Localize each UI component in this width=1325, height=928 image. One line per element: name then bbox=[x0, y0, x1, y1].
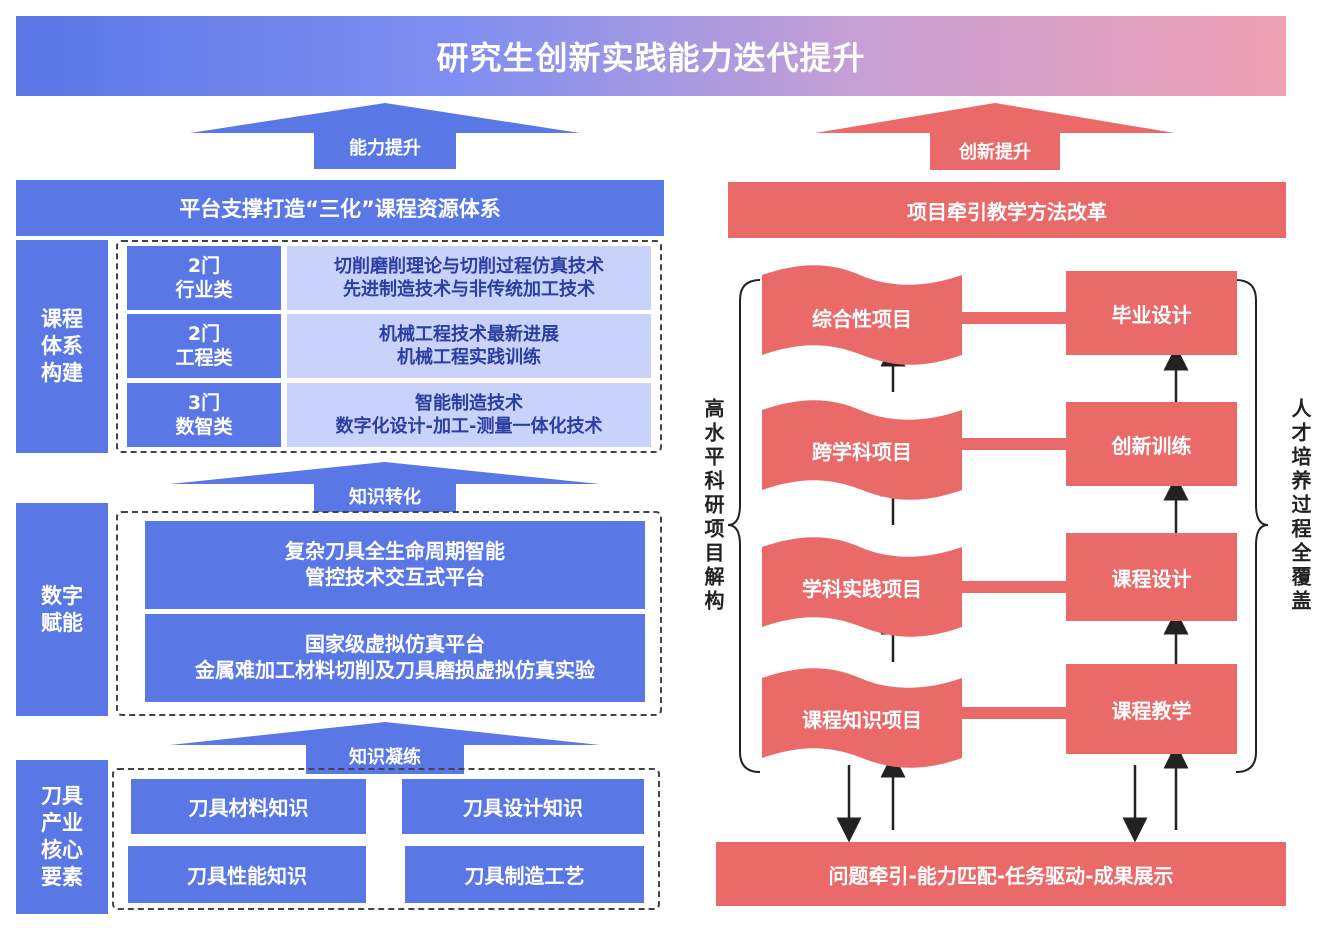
core-item: 刀具设计知识 bbox=[402, 779, 644, 834]
course-content: 机械工程技术最新进展 机械工程实践训练 bbox=[287, 314, 651, 378]
left-brace bbox=[727, 279, 761, 773]
left-brace-label: 高水平科研项目解构 bbox=[701, 398, 725, 614]
course-content: 智能制造技术 数字化设计-加工-测量一体化技术 bbox=[287, 383, 651, 447]
stage-box: 毕业设计 bbox=[1066, 271, 1237, 355]
stage-box: 课程设计 bbox=[1066, 533, 1237, 621]
stage-box: 课程教学 bbox=[1066, 664, 1237, 754]
platform-box: 国家级虚拟仿真平台 金属难加工材料切削及刀具磨损虚拟仿真实验 bbox=[145, 614, 645, 702]
project-label: 跨学科项目 bbox=[812, 439, 912, 464]
digital-label: 数字 赋能 bbox=[16, 503, 108, 716]
core-item: 刀具性能知识 bbox=[128, 846, 366, 903]
project-label: 学科实践项目 bbox=[802, 576, 922, 601]
course-category: 2门 行业类 bbox=[127, 246, 281, 310]
platforms-frame bbox=[116, 511, 662, 716]
course-category: 2门 工程类 bbox=[127, 314, 281, 378]
label-knowledge-transform: 知识转化 bbox=[314, 480, 456, 512]
core-item: 刀具制造工艺 bbox=[405, 846, 644, 903]
project-up-arrows bbox=[836, 341, 1189, 843]
platform-header: 平台支撑打造“三化”课程资源体系 bbox=[16, 180, 664, 236]
stage-box: 创新训练 bbox=[1066, 402, 1237, 486]
project-label: 综合性项目 bbox=[812, 306, 912, 331]
course-content: 切削磨削理论与切削过程仿真技术 先进制造技术与非传统加工技术 bbox=[287, 246, 651, 310]
right-brace-label: 人才培养过程全覆盖 bbox=[1288, 398, 1312, 614]
right-brace bbox=[1235, 279, 1269, 773]
page-title: 研究生创新实践能力迭代提升 bbox=[436, 39, 866, 77]
platform-box: 复杂刀具全生命周期智能 管控技术交互式平台 bbox=[145, 521, 645, 609]
project-flags bbox=[762, 265, 962, 768]
course-category: 3门 数智类 bbox=[127, 383, 281, 447]
bottom-bar: 问题牵引-能力匹配-任务驱动-成果展示 bbox=[716, 842, 1286, 906]
up-arrow-bottom-left bbox=[170, 722, 600, 745]
up-arrow-top-left bbox=[190, 103, 580, 133]
core-elements-label: 刀具 产业 核心 要素 bbox=[16, 760, 108, 914]
method-header: 项目牵引教学方法改革 bbox=[728, 182, 1286, 238]
up-arrow-top-right bbox=[815, 103, 1175, 133]
label-innovation-up: 创新提升 bbox=[930, 132, 1060, 170]
core-item: 刀具材料知识 bbox=[131, 779, 366, 834]
up-arrow-mid-left bbox=[170, 462, 600, 484]
project-label: 课程知识项目 bbox=[802, 707, 922, 732]
course-system-label: 课程 体系 构建 bbox=[16, 240, 108, 453]
courses-frame bbox=[116, 240, 662, 453]
title-banner: 研究生创新实践能力迭代提升 bbox=[16, 16, 1286, 96]
double-arrows bbox=[944, 303, 1084, 728]
core-frame bbox=[112, 768, 660, 910]
label-ability-up: 能力提升 bbox=[314, 124, 456, 169]
